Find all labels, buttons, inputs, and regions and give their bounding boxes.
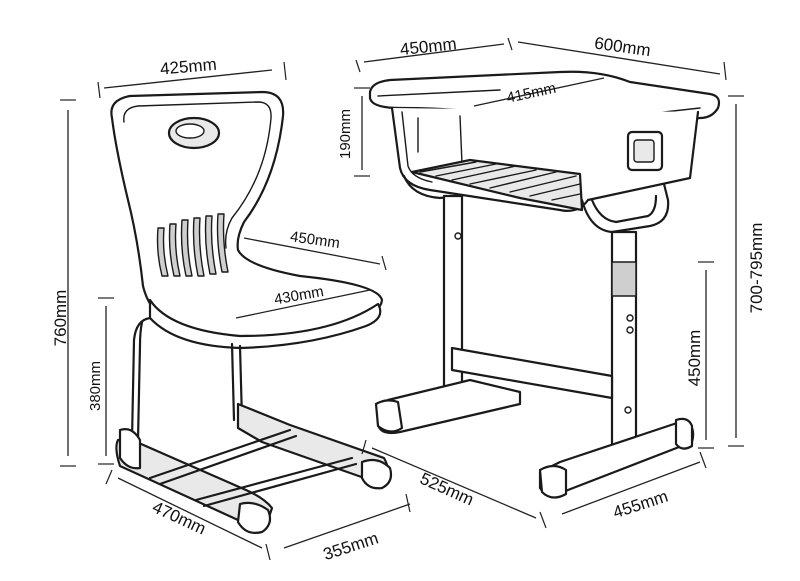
label-desk-base-depth: 525mm bbox=[417, 469, 477, 509]
label-desk-height-range: 700-795mm bbox=[747, 223, 766, 314]
label-chair-height: 760mm bbox=[51, 290, 70, 347]
label-chair-back-width: 450mm bbox=[289, 228, 341, 252]
label-chair-base-width: 355mm bbox=[321, 529, 381, 565]
label-desk-drawer-height: 190mm bbox=[337, 109, 354, 159]
chair-drawing bbox=[110, 90, 393, 534]
chair-back-slots bbox=[156, 213, 229, 277]
label-desk-top-width: 600mm bbox=[593, 33, 652, 60]
label-chair-seat-height: 380mm bbox=[87, 361, 104, 411]
label-desk-top-depth: 450mm bbox=[399, 34, 457, 59]
label-desk-leg-height: 450mm bbox=[685, 330, 704, 387]
dimension-lines bbox=[60, 37, 744, 561]
desk-shelf-grill bbox=[410, 158, 584, 212]
label-chair-width: 425mm bbox=[159, 55, 217, 79]
desk-drawing bbox=[368, 70, 721, 499]
